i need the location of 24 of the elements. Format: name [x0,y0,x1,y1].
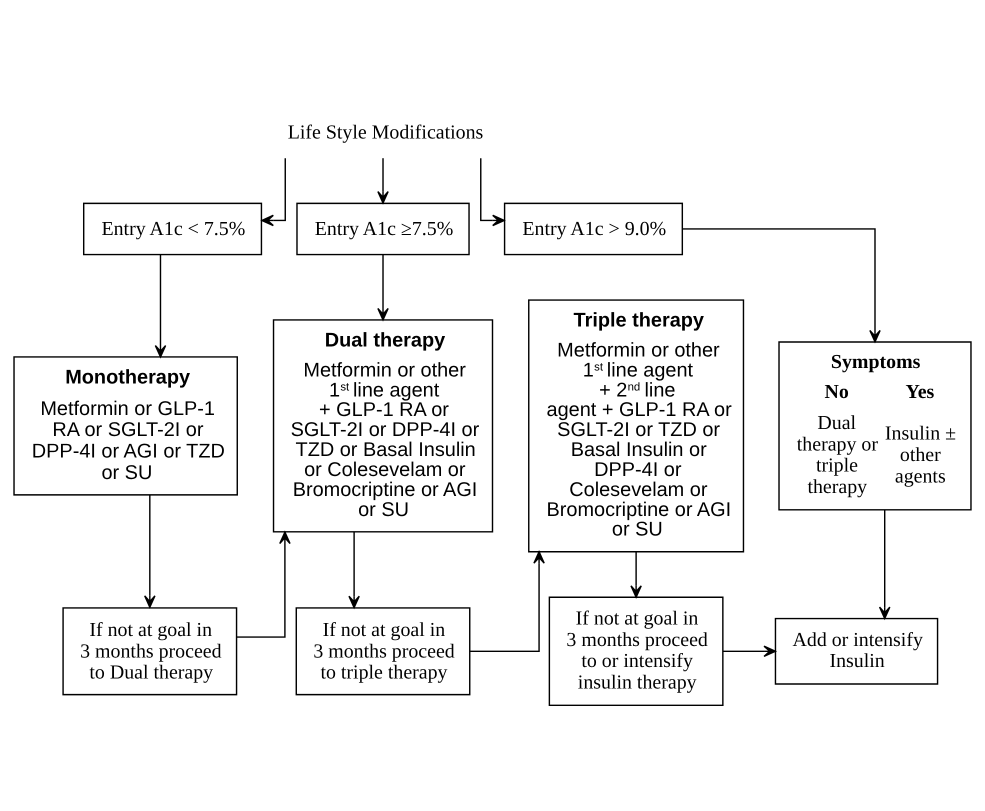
arrow [723,644,776,657]
arrow [154,254,166,358]
arrow [682,228,881,342]
node-box: Entry A1c ≥7.5% [296,202,470,255]
arrow [377,158,389,204]
node-box: If not at goal in 3 months proceed to Dual therapy [62,606,238,695]
node-box: Monotherapy Metformin or GLP-1 RA or SGLT-2I or DPP-4I or AGI or TZD or SU [13,356,238,496]
arrow [630,551,642,598]
node-box: Entry A1c < 7.5% [83,202,262,255]
node-box: If not at goal in 3 months proceed to or intensify insulin therapy [548,596,724,706]
arrow [144,494,156,608]
node-box: Dual therapy Metformin or other 1$^{st}$ line agent + GLP-1 RA or SGLT-2I or DPP-4I or TZD or Basal Insulin or Colesevelam or Bromocriptine or AGI or SU [272,318,494,532]
node-box: If not at goal in 3 months proceed to triple therapy [296,606,470,695]
arrow [348,532,360,608]
arrow [377,254,389,320]
arrow [236,530,291,638]
arrow [878,509,891,619]
arrow [470,550,545,652]
node-box: Add or intensify Insulin [774,617,938,684]
node-text: Life Style Modifications [288,120,484,143]
node-box: Triple therapy Metformin or other 1$^{st}$ line agent + 2$^{nd}$ line agent + GLP-1 RA or SGLT-2I or TZD or Basal Insulin or DPP-4I or Colesevelam or Bromocriptine or AGI or SU [528,298,744,552]
node-box: Entry A1c > 9.0% [504,202,684,255]
arrow [480,158,505,226]
arrow [261,158,286,226]
